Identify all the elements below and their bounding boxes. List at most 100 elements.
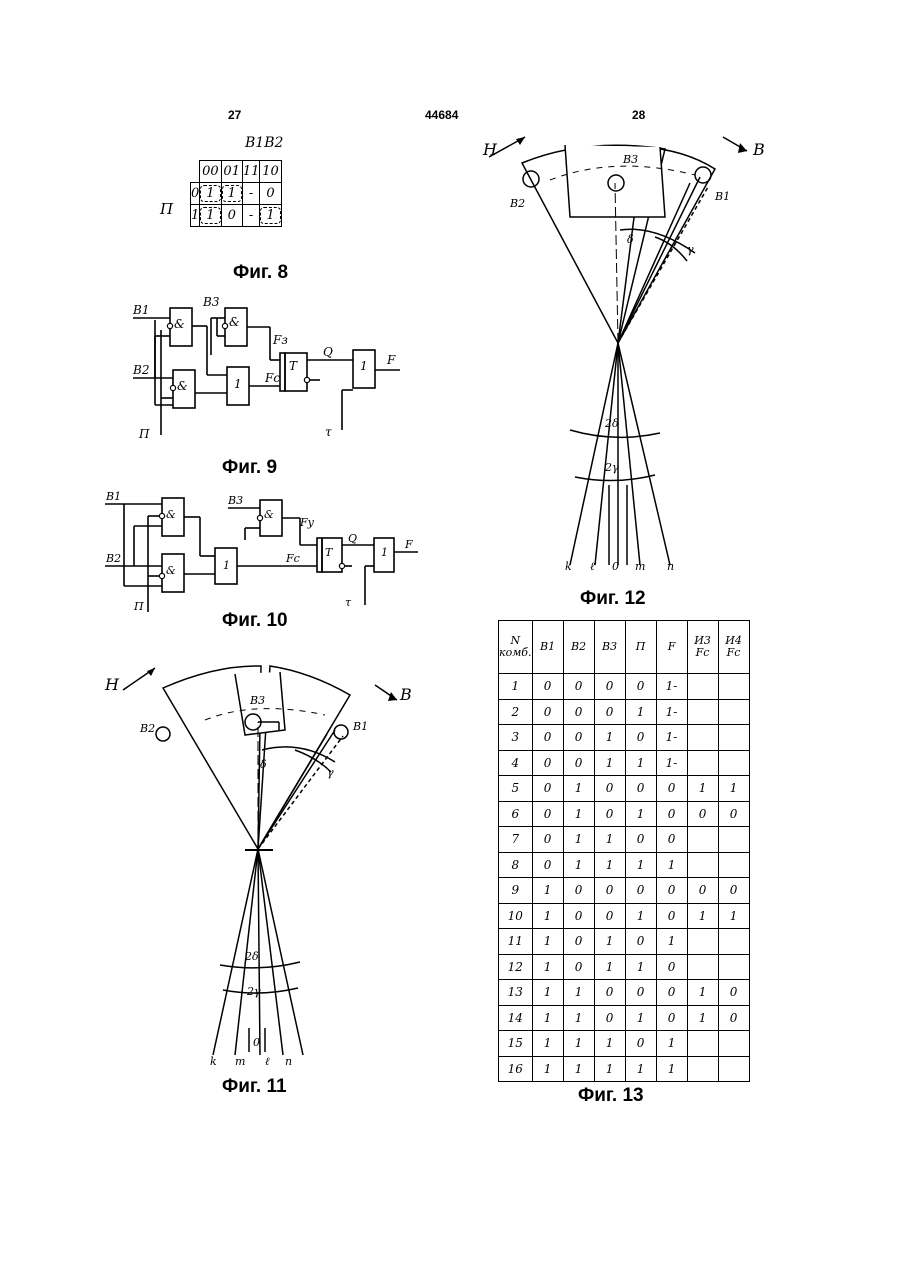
fig12-label-h: H [482,140,498,159]
table-cell: 0 [594,801,625,827]
table-cell: 0 [594,699,625,725]
fig12-diagram: H B B1 B2 B3 δ γ 2δ 2γ k ℓ 0 m n [475,125,775,585]
table-cell: 0 [532,750,563,776]
table-cell: 16 [499,1056,533,1082]
table-cell: 1 [563,1031,594,1057]
fig8-col-header: 01 [221,161,242,183]
table-cell: 1 [563,852,594,878]
table-cell: 1 [563,980,594,1006]
fig10-label-p: П [133,600,144,613]
table-row: 141101010 [499,1005,750,1031]
fig11-label-b1: B1 [352,720,368,733]
table-cell: 0 [532,827,563,853]
fig11-label-k: k [210,1055,217,1068]
fig9-caption: Фиг. 9 [222,457,277,479]
table-cell: 1 [656,1056,687,1082]
table-row: 91000000 [499,878,750,904]
fig11-diagram: H B B1 B2 B3 δ γ 2δ 2γ 0 k m ℓ n [95,660,435,1070]
table-cell: 0 [718,980,749,1006]
fig11-label-l: ℓ [265,1055,270,1068]
fig13-caption: Фиг. 13 [578,1085,644,1107]
fig12-label-b3: B3 [622,153,638,166]
table-cell: 0 [625,776,656,802]
fig13-header-b2: B2 [563,621,594,674]
table-row: 300101- [499,725,750,751]
table-cell: 1- [656,674,687,700]
fig11-label-b: B [399,685,412,704]
fig8-column-variable: B1B2 [245,135,283,151]
fig13-header-b3: B3 [594,621,625,674]
table-cell: 1 [625,1056,656,1082]
table-cell: 3 [499,725,533,751]
fig10-gate-trigger-symbol: T [325,546,334,559]
table-cell: 0 [656,801,687,827]
fig11-label-n: n [285,1055,292,1068]
table-row: 1511101 [499,1031,750,1057]
table-cell: 0 [687,878,718,904]
fig10-label-b2: B2 [105,552,121,565]
table-cell: 0 [594,980,625,1006]
table-cell: 1 [532,1005,563,1031]
fig10-trigger-bar [317,538,322,572]
fig11-label-h: H [104,675,120,694]
table-cell: 1 [594,750,625,776]
table-cell [687,1056,718,1082]
table-cell: 0 [625,674,656,700]
table-cell: 1 [594,852,625,878]
fig13-table: Nкомб. B1 B2 B3 П F И3Fc И4Fc 100001- 20… [498,620,750,1082]
fig12-label-b2: B2 [509,197,525,210]
table-cell: 0 [532,699,563,725]
table-cell: 1 [625,903,656,929]
table-cell: 9 [499,878,533,904]
table-cell: 0 [563,903,594,929]
table-cell: 0 [656,1005,687,1031]
table-cell: 1 [594,1056,625,1082]
fig10-label-fy: Fу [299,516,315,529]
fig8-row-header: 0 [191,183,200,205]
fig11-caption: Фиг. 11 [222,1076,287,1098]
fig8-cell: 1 [200,183,221,205]
table-cell: 2 [499,699,533,725]
table-row: 200011- [499,699,750,725]
table-cell: 1 [594,929,625,955]
table-cell: 1- [656,750,687,776]
fig8-cell: 0 [221,205,242,227]
fig12-label-k: k [565,560,572,573]
page-number-left: 27 [228,108,241,122]
table-row: 1611111 [499,1056,750,1082]
table-row: 101001011 [499,903,750,929]
table-cell: 0 [563,750,594,776]
fig12-sensor-b1 [695,167,711,183]
fig8-cell: 0 [260,183,281,205]
fig9-label-fc: Fc [264,371,280,385]
table-cell [687,750,718,776]
fig11-label-b3: B3 [249,694,265,707]
fig11-label-b2: B2 [139,722,155,735]
fig8-cell: 1 [221,183,242,205]
table-cell: 0 [563,929,594,955]
fig10-gate-and1-symbol: & [166,508,176,521]
table-cell: 1 [625,699,656,725]
table-cell: 0 [594,1005,625,1031]
table-cell [718,954,749,980]
fig8-row-header: 1 [191,205,200,227]
fig9-trigger-bar [280,353,285,391]
table-cell [718,929,749,955]
table-cell: 0 [532,852,563,878]
table-cell: 1- [656,725,687,751]
table-cell: 1 [594,725,625,751]
table-row: 400111- [499,750,750,776]
fig10-label-f: F [404,538,413,551]
fig9-gate-and1-symbol: & [174,317,185,331]
fig9-label-p: П [138,427,150,441]
patent-number: 44684 [425,108,458,122]
table-cell: 1 [563,827,594,853]
fig10-label-fc: Fc [285,552,300,565]
table-cell: 0 [532,776,563,802]
fig10-caption: Фиг. 10 [222,610,288,632]
table-cell: 1 [532,878,563,904]
fig8-col-header: 10 [260,161,281,183]
table-cell: 0 [625,1031,656,1057]
table-row: 50100011 [499,776,750,802]
table-cell: 0 [532,674,563,700]
